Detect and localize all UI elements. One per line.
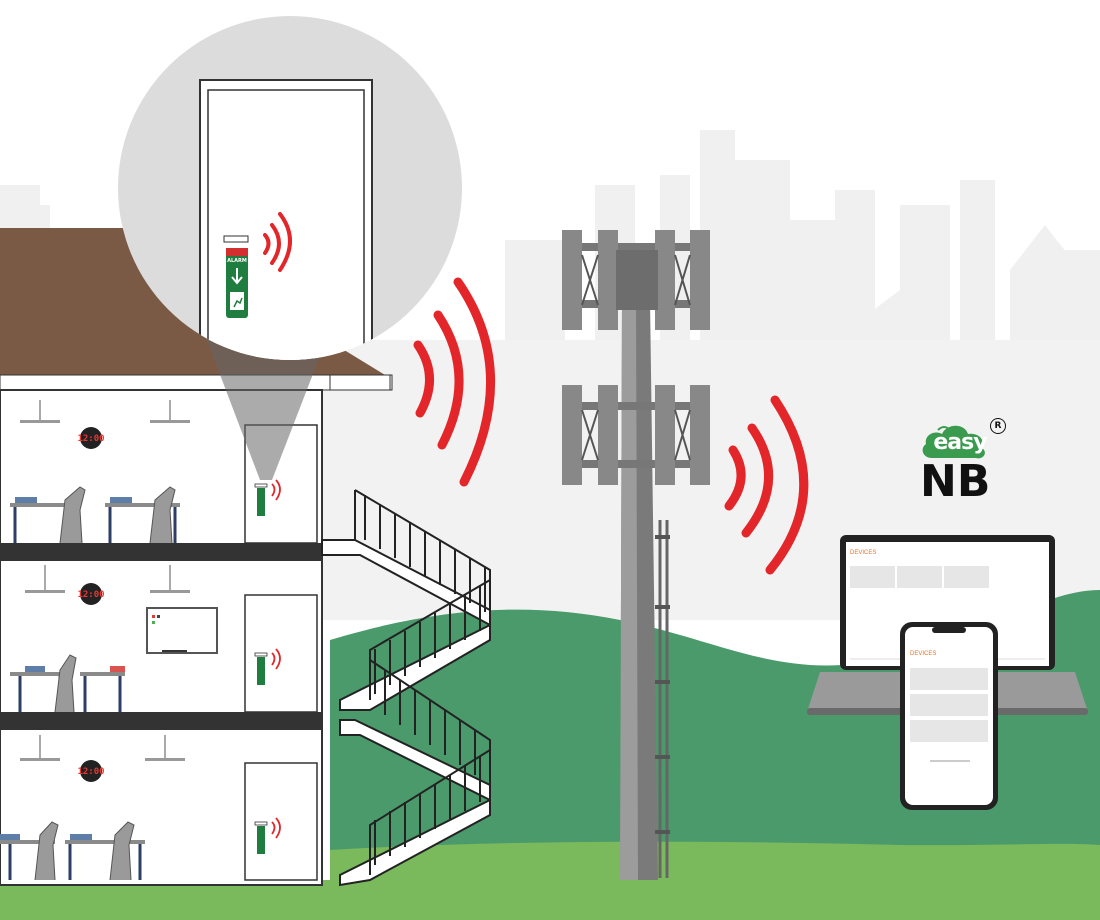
svg-text:12:00: 12:00 <box>77 590 104 600</box>
laptop-icon: DEVICES <box>807 535 1088 715</box>
registered-mark: R <box>990 418 1006 434</box>
exit-sign-icon <box>254 483 268 516</box>
exit-sign-icon <box>254 652 268 685</box>
door-devices <box>254 479 281 854</box>
signal-wave-icon <box>263 212 292 272</box>
signal-wave-icon <box>724 395 809 575</box>
zoom-cone <box>205 330 330 480</box>
wall-clock-icon: 12:00 <box>77 427 105 449</box>
signal-wave-icon <box>413 277 496 487</box>
svg-text:DEVICES: DEVICES <box>910 651 936 657</box>
easy-nb-logo: easy NB R <box>918 418 1006 508</box>
logo-text-easy: easy <box>933 430 987 455</box>
svg-text:12:00: 12:00 <box>77 767 104 777</box>
exit-sign-icon: ALARM <box>223 235 249 318</box>
cell-tower-icon <box>562 230 710 880</box>
svg-text:DEVICES: DEVICES <box>850 550 876 556</box>
whiteboard <box>146 607 218 654</box>
zoom-circle: ALARM <box>118 16 462 360</box>
grass-ground <box>0 841 1100 920</box>
cloud-logo-icon <box>922 425 985 459</box>
svg-text:12:00: 12:00 <box>77 434 104 444</box>
antenna-array-bottom <box>562 385 710 485</box>
svg-text:ALARM: ALARM <box>227 258 247 264</box>
wall-clock-icon: 12:00 <box>77 583 105 605</box>
wall-clock-icon: 12:00 <box>77 760 105 782</box>
smartphone-icon: DEVICES <box>900 622 998 810</box>
floor-3: 12:00 <box>0 735 318 881</box>
logo-text-nb: NB <box>920 456 991 507</box>
staircase <box>321 489 491 887</box>
antenna-array-top <box>562 230 710 330</box>
exit-sign-icon <box>254 821 268 854</box>
